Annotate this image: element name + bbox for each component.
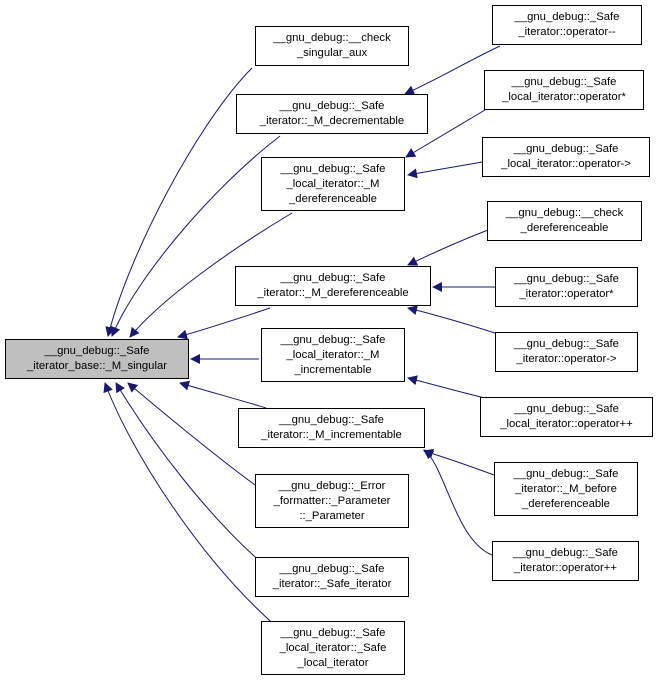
node-check-singular-aux[interactable]: __gnu_debug::__check _singular_aux — [255, 26, 409, 66]
edge-check-dereferenceable-to-m-dereferenceable — [407, 229, 489, 266]
edge-safe-local-iterator-ctor-to-root — [103, 382, 279, 629]
node-safe-iterator-m-dereferenceable[interactable]: __gnu_debug::_Safe _iterator::_M_derefer… — [235, 266, 431, 306]
edge-m-decrementable-to-root — [110, 135, 281, 337]
edge-op-increment-to-m-incrementable — [423, 449, 493, 556]
node-safe-local-iterator-operator-star[interactable]: __gnu_debug::_Safe _local_iterator::oper… — [484, 70, 644, 110]
edge-m-incrementable-to-root — [179, 380, 267, 409]
node-safe-iterator-m-decrementable[interactable]: __gnu_debug::_Safe _iterator::_M_decreme… — [236, 94, 428, 134]
node-safe-local-iterator-ctor[interactable]: __gnu_debug::_Safe _local_iterator::_Saf… — [261, 621, 405, 675]
node-safe-local-iterator-m-dereferenceable[interactable]: __gnu_debug::_Safe _local_iterator::_M _… — [261, 157, 405, 211]
edge-local-op-star-to-local-m-dereferenceable — [405, 109, 486, 158]
node-safe-iterator-base-m-singular[interactable]: __gnu_debug::_Safe _iterator_base::_M_si… — [5, 339, 189, 379]
edge-local-m-dereferenceable-to-root — [129, 212, 293, 338]
edge-error-parameter-to-root — [127, 382, 263, 491]
edge-local-op-increment-to-local-m-incrementable — [407, 375, 486, 399]
node-safe-local-iterator-m-incrementable[interactable]: __gnu_debug::_Safe _local_iterator::_M _… — [261, 328, 405, 382]
node-safe-iterator-operator-decrement[interactable]: __gnu_debug::_Safe _iterator::operator-- — [492, 5, 642, 45]
edge-check-singular-aux-to-root — [105, 67, 253, 337]
node-safe-iterator-ctor[interactable]: __gnu_debug::_Safe _iterator::_Safe_iter… — [255, 557, 409, 597]
edge-m-dereferenceable-to-root — [177, 307, 271, 340]
edge-op-decrement-to-m-decrementable — [404, 45, 501, 95]
node-safe-iterator-operator-increment[interactable]: __gnu_debug::_Safe _iterator::operator++ — [492, 541, 639, 581]
node-safe-local-iterator-operator-increment[interactable]: __gnu_debug::_Safe _local_iterator::oper… — [480, 397, 653, 437]
edge-op-arrow-to-m-dereferenceable — [407, 305, 499, 335]
node-safe-iterator-operator-arrow[interactable]: __gnu_debug::_Safe _iterator::operator-> — [495, 332, 638, 372]
edge-safe-iterator-ctor-to-root — [115, 382, 271, 571]
node-safe-iterator-m-incrementable[interactable]: __gnu_debug::_Safe _iterator::_M_increme… — [238, 408, 425, 448]
node-error-formatter-parameter[interactable]: __gnu_debug::_Error _formatter::_Paramet… — [255, 474, 409, 528]
node-safe-iterator-m-before-dereferenceable[interactable]: __gnu_debug::_Safe _iterator::_M_before … — [494, 462, 638, 516]
node-safe-local-iterator-operator-arrow[interactable]: __gnu_debug::_Safe _local_iterator::oper… — [482, 137, 650, 177]
node-check-dereferenceable[interactable]: __gnu_debug::__check _dereferenceable — [487, 201, 642, 241]
edge-local-op-arrow-to-local-m-dereferenceable — [407, 161, 483, 179]
node-safe-iterator-operator-star[interactable]: __gnu_debug::_Safe _iterator::operator* — [495, 267, 638, 307]
